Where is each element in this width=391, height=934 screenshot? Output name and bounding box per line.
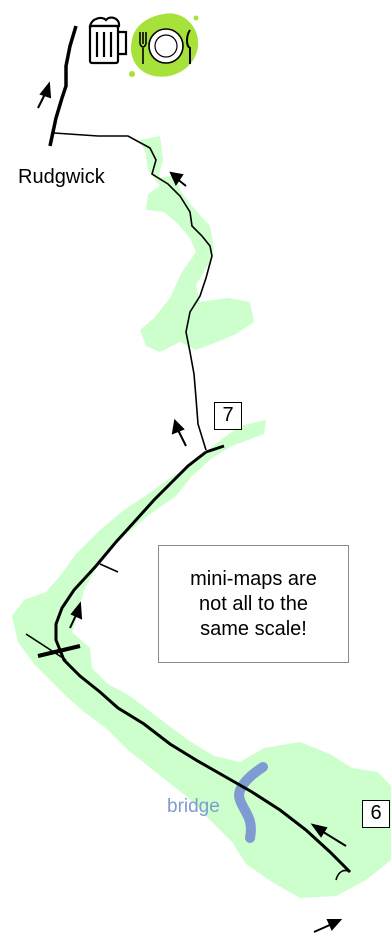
waypoint-marker-6: 6 <box>362 800 390 828</box>
road-rudgwick <box>48 25 78 147</box>
route-footpath-north <box>53 132 213 451</box>
woodland-north <box>140 136 254 352</box>
side-path-tick <box>99 563 119 573</box>
bridge-marker <box>234 762 268 843</box>
direction-arrows <box>37 81 347 933</box>
waypoint-marker-7: 7 <box>214 402 242 430</box>
woodland-corridor <box>12 420 391 898</box>
arrow-icon <box>313 919 343 933</box>
beer-mug-icon <box>88 16 128 65</box>
arrow-icon <box>169 171 187 187</box>
arrow-icon <box>69 601 83 629</box>
scale-note-line-1: mini-maps are <box>190 567 317 590</box>
plate-cutlery-icon <box>129 13 199 77</box>
woodland-areas <box>12 136 391 898</box>
junction-tick-7 <box>205 444 225 454</box>
scale-note-box: mini-maps are not all to the same scale! <box>158 545 349 663</box>
scale-note-line-2: not all to the <box>199 592 308 615</box>
place-label-rudgwick: Rudgwick <box>18 166 105 188</box>
scale-note-line-3: same scale! <box>200 617 307 640</box>
road-crossing-thin <box>25 633 67 661</box>
route-main <box>54 450 352 874</box>
road-crossing <box>37 644 81 658</box>
arrow-icon <box>310 823 347 847</box>
arrow-icon <box>171 418 187 447</box>
arrow-icon <box>37 81 52 109</box>
bridge-label: bridge <box>167 796 220 817</box>
gate-curve <box>335 869 351 881</box>
